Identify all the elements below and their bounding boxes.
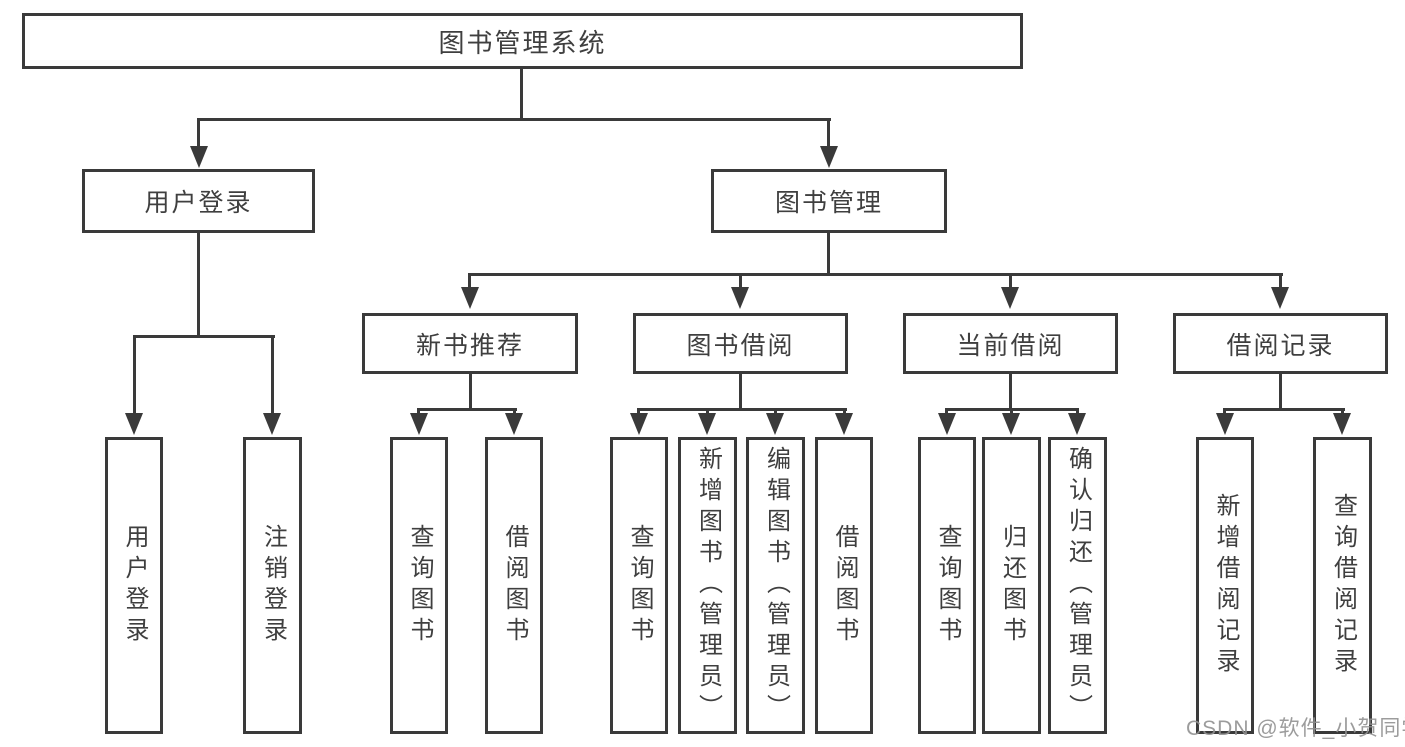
leaf-edit-books-admin: 编辑图书（管理员） [746,437,805,734]
leaf-query-books-borrowing: 查询图书 [610,437,668,734]
arrow-down-icon [820,146,838,168]
connector-line [1009,373,1012,411]
connector-line [469,373,472,411]
connector-line [197,118,831,121]
arrow-down-icon [630,413,648,435]
leaf-label: 用户登录 [121,523,148,648]
arrow-down-icon [263,413,281,435]
arrow-down-icon [461,287,479,309]
leaf-label: 查询借阅记录 [1329,492,1357,679]
leaf-confirm-return-admin: 确认归还（管理员） [1048,437,1107,734]
leaf-add-books-admin: 新增图书（管理员） [678,437,737,734]
node-label: 图书管理 [774,189,883,217]
leaf-return-books: 归还图书 [982,437,1041,734]
leaf-label: 查询图书 [626,523,653,648]
leaf-query-books-recommend: 查询图书 [390,437,448,734]
node-label: 新书推荐 [415,331,524,360]
connector-line [1223,408,1345,411]
node-user-login: 用户登录 [82,169,315,233]
leaf-label: 借阅图书 [501,523,528,648]
arrow-down-icon [1002,413,1020,435]
leaf-label: 新增图书（管理员） [694,446,722,725]
arrow-down-icon [1216,413,1234,435]
connector-line [739,273,742,291]
leaf-label: 查询图书 [934,523,961,648]
arrow-down-icon [766,413,784,435]
leaf-label: 借阅图书 [831,523,858,648]
connector-line [827,232,830,276]
arrow-down-icon [1001,287,1019,309]
node-label: 图书管理系统 [438,27,607,58]
leaf-add-borrow-record: 新增借阅记录 [1196,437,1254,734]
connector-line [197,118,200,148]
connector-line [1279,373,1282,411]
node-new-book-recommend: 新书推荐 [362,313,578,374]
arrow-down-icon [190,146,208,168]
leaf-label: 注销登录 [259,523,287,648]
arrow-down-icon [731,287,749,309]
arrow-down-icon [1068,413,1086,435]
connector-line [1009,273,1012,291]
leaf-label: 归还图书 [998,523,1026,648]
leaf-logout: 注销登录 [243,437,302,734]
arrow-down-icon [835,413,853,435]
connector-line [271,335,274,415]
connector-line [468,273,471,291]
node-book-management: 图书管理 [711,169,947,233]
connector-line [827,118,830,148]
arrow-down-icon [125,413,143,435]
arrow-down-icon [410,413,428,435]
node-label: 当前借阅 [956,331,1065,360]
connector-line [520,68,523,121]
node-book-borrowing: 图书借阅 [633,313,848,374]
leaf-label: 确认归还（管理员） [1064,446,1092,725]
node-label: 借阅记录 [1226,331,1335,360]
arrow-down-icon [938,413,956,435]
connector-line [197,232,200,338]
connector-line [417,408,517,411]
leaf-query-books-current: 查询图书 [918,437,976,734]
connector-line [133,335,136,415]
arrow-down-icon [1333,413,1351,435]
leaf-query-borrow-record: 查询借阅记录 [1313,437,1372,734]
node-label: 用户登录 [144,189,253,217]
leaf-label: 编辑图书（管理员） [762,446,790,725]
arrow-down-icon [698,413,716,435]
connector-line [469,273,1283,276]
connector-line [133,335,275,338]
leaf-borrow-books: 借阅图书 [815,437,873,734]
leaf-label: 新增借阅记录 [1212,492,1239,679]
arrow-down-icon [505,413,523,435]
leaf-user-login: 用户登录 [105,437,163,734]
node-current-borrowing: 当前借阅 [903,313,1118,374]
connector-line [1279,273,1282,291]
leaf-borrow-books-recommend: 借阅图书 [485,437,543,734]
connector-line [637,408,847,411]
arrow-down-icon [1271,287,1289,309]
node-borrowing-records: 借阅记录 [1173,313,1388,374]
leaf-label: 查询图书 [406,523,433,648]
node-label: 图书借阅 [686,331,795,360]
connector-line [739,373,742,411]
node-library-management-system: 图书管理系统 [22,13,1023,69]
csdn-watermark: CSDN @软件_小贺同学 [1186,717,1405,740]
